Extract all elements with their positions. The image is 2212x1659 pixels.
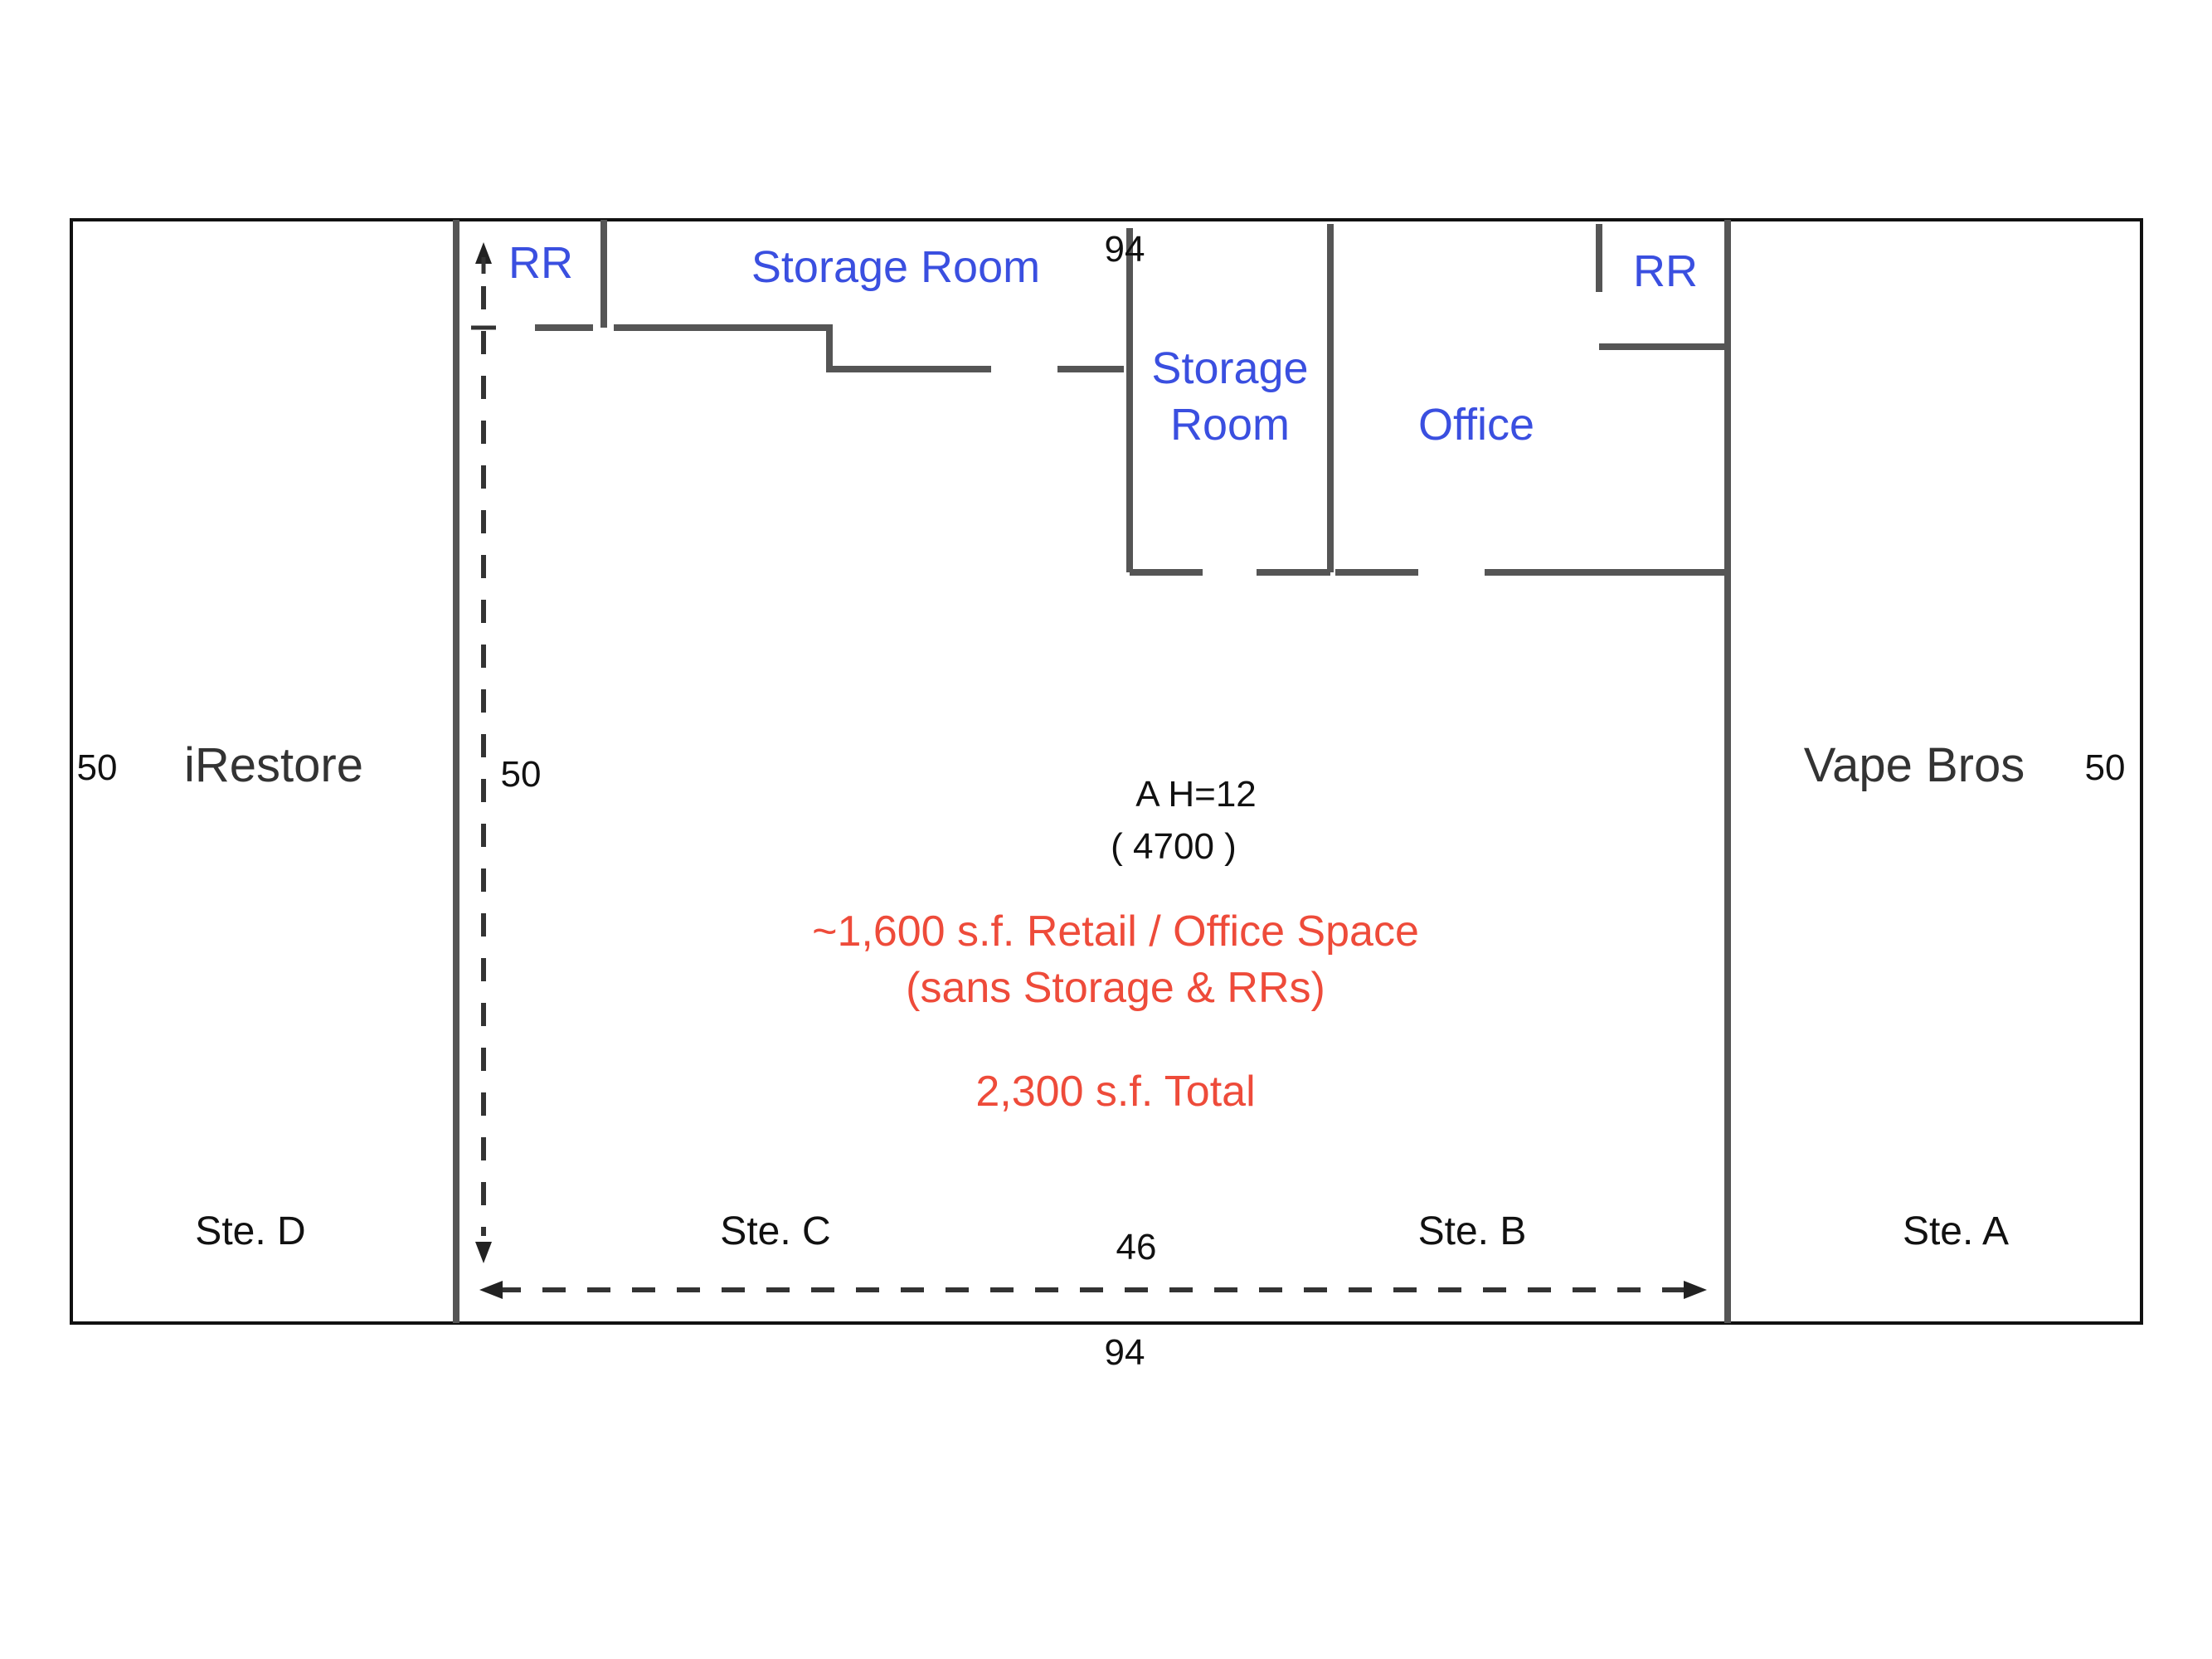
arrow-left-icon (479, 1281, 503, 1299)
room-label-storage-mid-line2: Room (1170, 400, 1290, 450)
arrow-right-icon (1684, 1281, 1707, 1299)
suite-label-b: Ste. B (1418, 1209, 1527, 1253)
dimension-inner-vertical: 50 (501, 754, 542, 795)
building-outline (70, 218, 2143, 1325)
retail-area-line2: (sans Storage & RRs) (906, 964, 1325, 1012)
retail-area-line1: ~1,600 s.f. Retail / Office Space (812, 907, 1419, 956)
dimension-top: 94 (1105, 229, 1145, 270)
room-label-rr-right: RR (1633, 246, 1698, 296)
tenant-left-name: iRestore (184, 738, 363, 792)
room-label-office: Office (1418, 400, 1534, 450)
total-area: 2,300 s.f. Total (975, 1068, 1255, 1116)
dimension-inner-horizontal: 46 (1116, 1227, 1157, 1267)
wall-storage-top (614, 324, 991, 372)
arrow-down-icon (475, 1242, 492, 1263)
suite-label-d: Ste. D (195, 1209, 305, 1253)
unit-height-note: A H=12 (1135, 774, 1257, 815)
arrow-up-icon (475, 242, 492, 264)
room-label-rr-left: RR (508, 238, 573, 288)
suite-label-c: Ste. C (720, 1209, 830, 1253)
room-label-storage-top: Storage Room (751, 242, 1040, 292)
dimension-right-outer: 50 (2085, 747, 2126, 788)
dimension-bottom: 94 (1105, 1332, 1145, 1373)
dimension-left-outer: 50 (77, 747, 118, 788)
suite-label-a: Ste. A (1903, 1209, 2009, 1253)
tenant-right-name: Vape Bros (1804, 738, 2025, 792)
unit-code-note: ( 4700 ) (1111, 826, 1237, 867)
room-label-storage-mid-line1: Storage (1151, 343, 1308, 393)
